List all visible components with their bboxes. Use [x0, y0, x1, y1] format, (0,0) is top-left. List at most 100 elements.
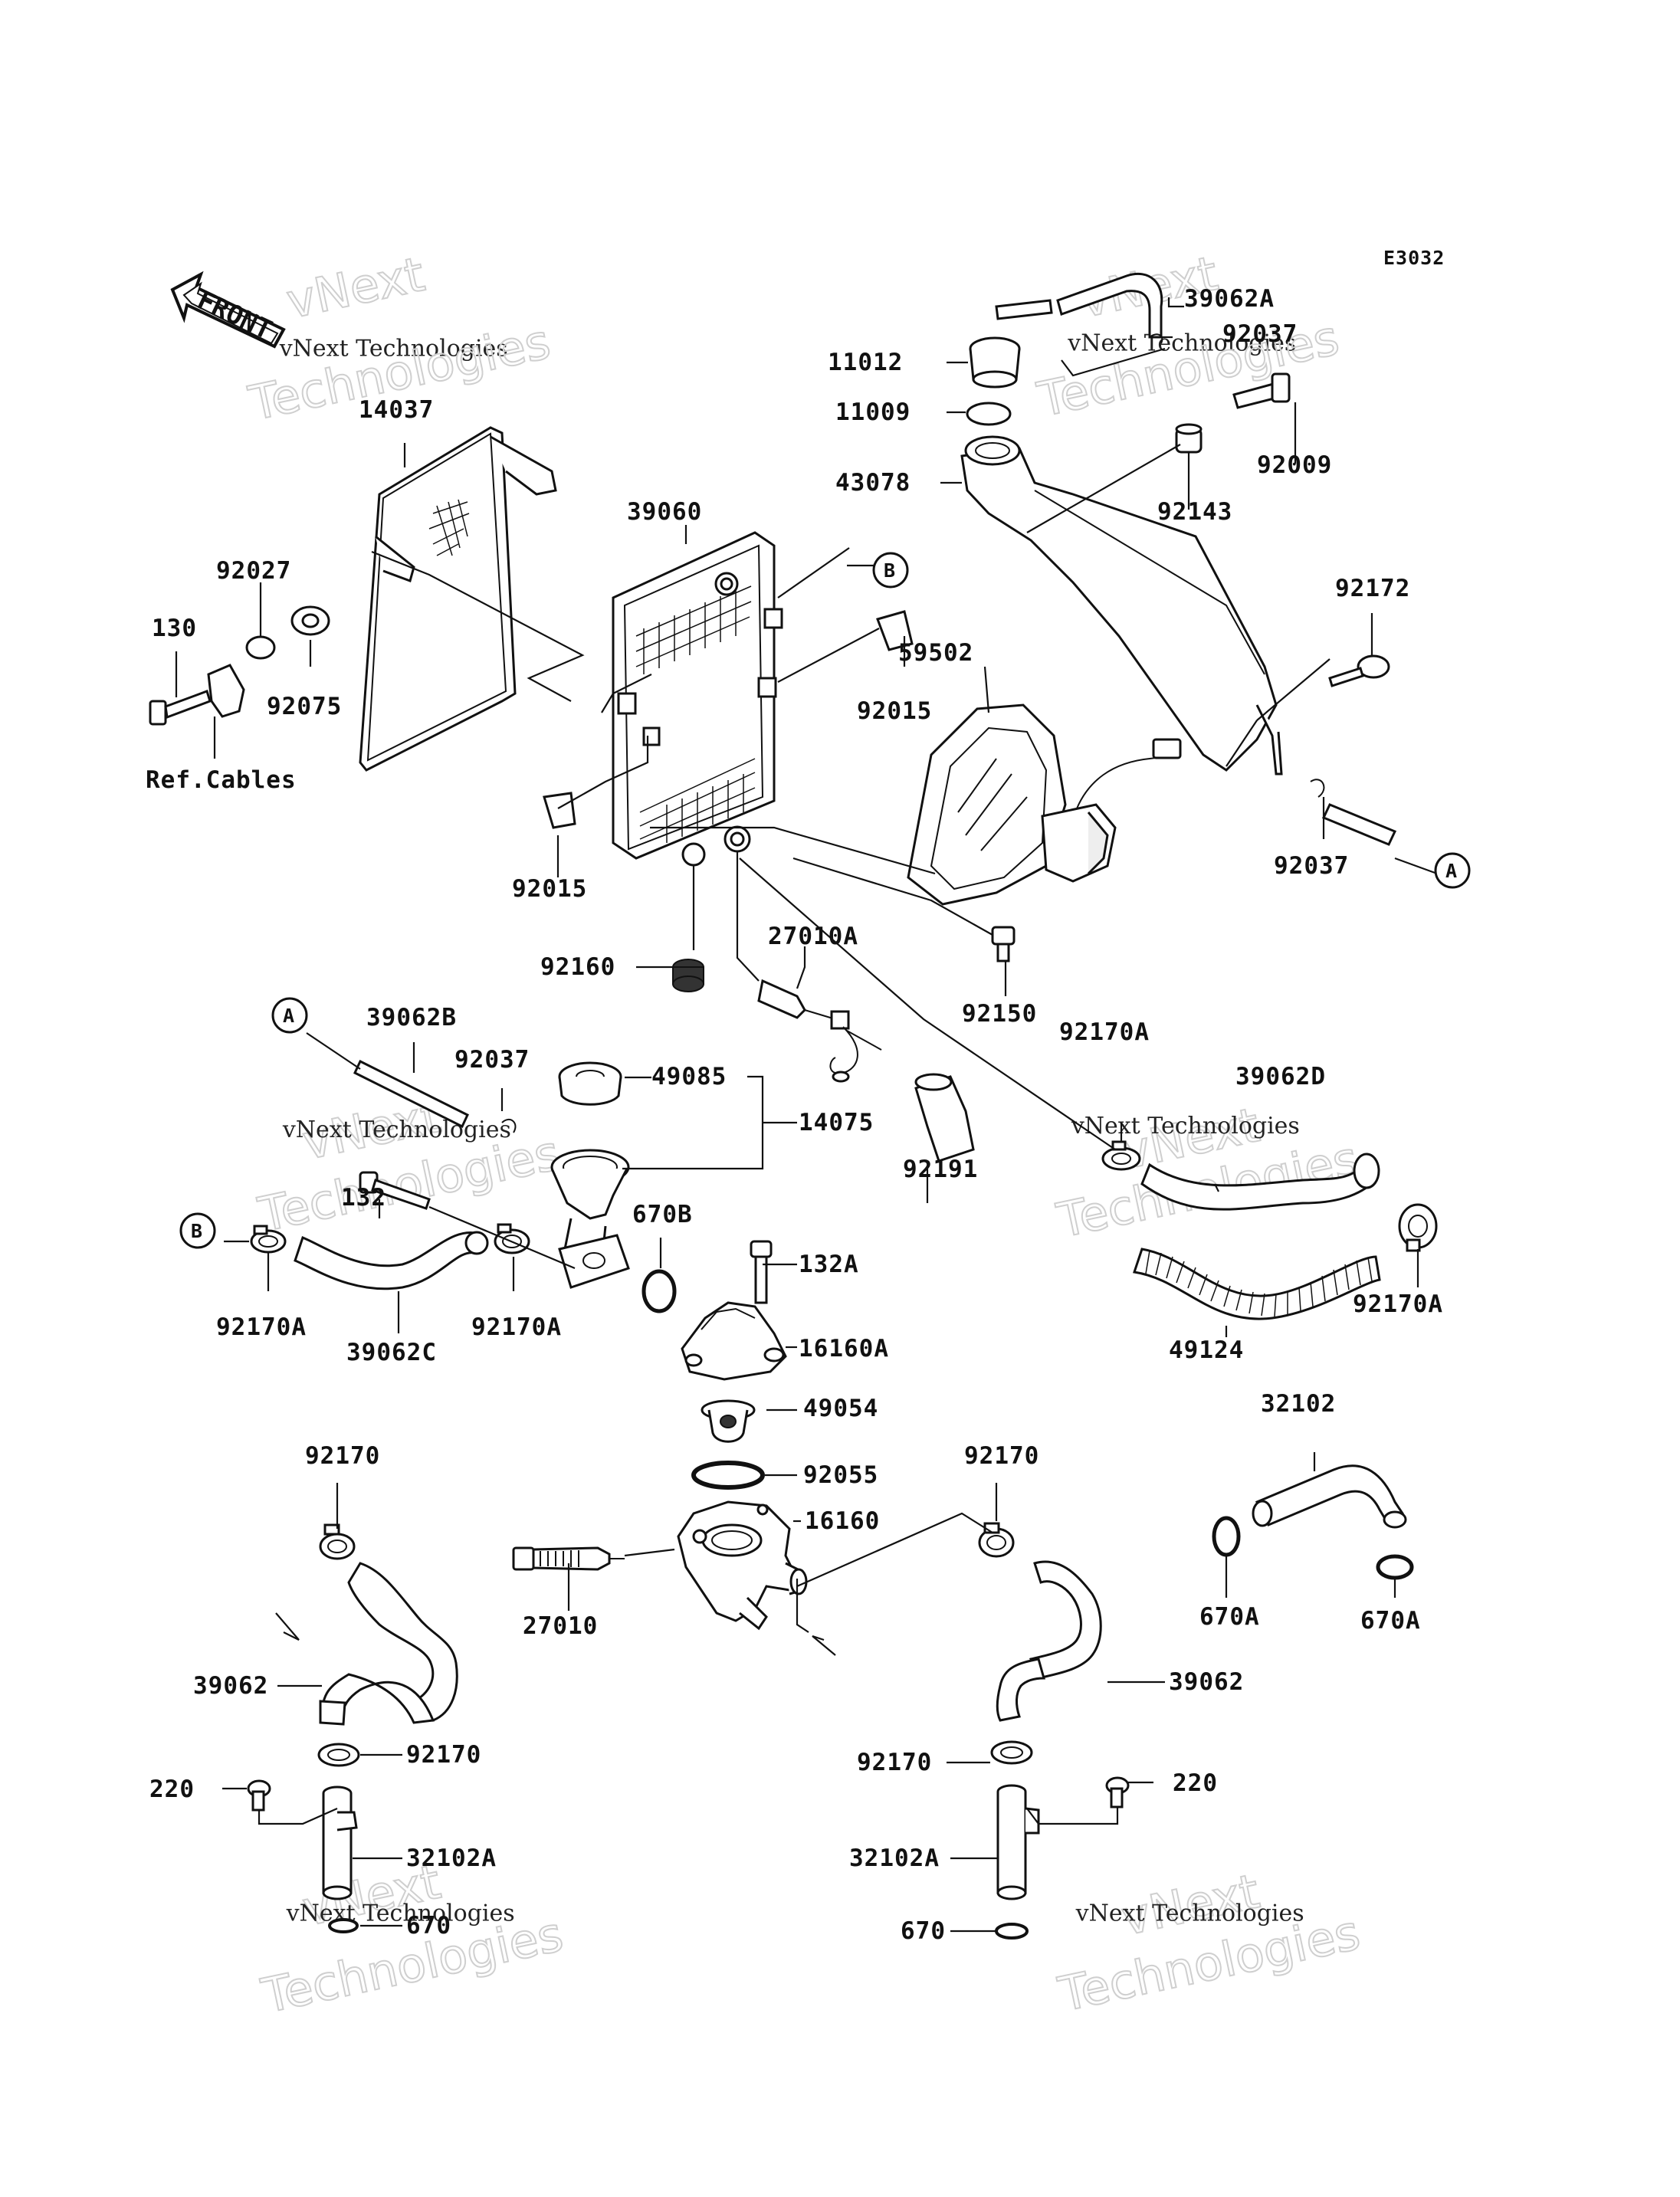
label-49054: 49054 — [803, 1395, 878, 1422]
label-39060: 39060 — [627, 498, 702, 526]
label-92170A-center: 92170A — [471, 1313, 562, 1341]
grommet-92075-drawing — [290, 605, 330, 636]
hose-49124-drawing — [1133, 1248, 1381, 1320]
o-ring-670A-right-drawing — [1376, 1554, 1414, 1580]
svg-text:B: B — [884, 559, 896, 582]
front-label: FRONT — [192, 285, 277, 346]
gasket-11009-drawing — [966, 402, 1012, 426]
bolt-132A-drawing — [750, 1240, 773, 1304]
watermark-bottom-right: vNext vNext Technologies Technologies — [1053, 1862, 1366, 2023]
clamp-92170A-mid-drawing — [1101, 1140, 1141, 1171]
label-132: 132 — [341, 1184, 386, 1212]
label-92170A-right: 92170A — [1353, 1290, 1443, 1318]
label-39062C: 39062C — [346, 1339, 437, 1366]
label-39062-left: 39062 — [193, 1672, 268, 1700]
label-92170-left: 92170 — [305, 1442, 380, 1470]
label-92015-right: 92015 — [857, 697, 932, 725]
cap-49085-drawing — [558, 1061, 622, 1106]
watermark-mid-left: vNext vNext Technologies Technologies — [253, 1087, 566, 1244]
label-670A-right: 670A — [1360, 1607, 1421, 1635]
callout-b-mid: B — [179, 1212, 216, 1249]
clamp-92037-top-drawing — [1149, 333, 1163, 344]
label-43078: 43078 — [835, 469, 911, 497]
label-130: 130 — [152, 615, 197, 642]
cap-11012-drawing — [969, 336, 1021, 389]
pipe-32102-drawing — [1252, 1464, 1407, 1529]
clamp-92037-mid-drawing — [501, 1118, 517, 1133]
label-92015-left: 92015 — [512, 875, 587, 903]
svg-text:vNext Technologies: vNext Technologies — [1075, 1900, 1304, 1927]
svg-text:vNext Technologies: vNext Technologies — [282, 1117, 511, 1143]
pipe-32102A-left-drawing — [322, 1785, 358, 1900]
label-92191: 92191 — [903, 1156, 978, 1183]
bracket-92015-left-drawing — [543, 792, 576, 829]
bolt-92150-drawing — [991, 926, 1016, 962]
fan-assembly-drawing — [907, 703, 1182, 906]
clamp-92170A-center-drawing — [494, 1223, 530, 1254]
bolt-132-drawing — [359, 1171, 431, 1210]
label-92172: 92172 — [1335, 575, 1410, 602]
svg-text:vNext Technologies: vNext Technologies — [279, 336, 508, 362]
label-14037: 14037 — [359, 396, 434, 424]
label-39062D: 39062D — [1235, 1063, 1326, 1090]
label-92037-top: 92037 — [1222, 320, 1298, 348]
label-16160: 16160 — [805, 1507, 880, 1535]
label-11012: 11012 — [828, 349, 903, 376]
hose-39062-left-drawing — [319, 1562, 458, 1726]
bolt-220-right-drawing — [1105, 1776, 1130, 1808]
fan-switch-27010A-drawing — [757, 979, 882, 1083]
part-labels: 39062A 92037 11012 11009 92009 43078 921… — [146, 285, 1443, 1945]
clamp-92170A-right-drawing — [1398, 1203, 1438, 1252]
label-27010A: 27010A — [768, 923, 858, 950]
label-92170-lower-left: 92170 — [406, 1741, 481, 1769]
front-arrow-icon: FRONT — [170, 271, 286, 349]
label-27010: 27010 — [523, 1612, 598, 1640]
o-ring-670B-drawing — [641, 1269, 677, 1313]
bolt-92172-drawing — [1328, 654, 1390, 687]
label-39062B: 39062B — [366, 1004, 457, 1031]
hose-39062D-drawing — [1140, 1153, 1380, 1211]
clamp-92170-lower-right-drawing — [990, 1740, 1033, 1765]
label-220-right: 220 — [1173, 1769, 1218, 1797]
label-220-left: 220 — [149, 1776, 195, 1803]
o-ring-92055-drawing — [691, 1461, 765, 1490]
pipe-32102A-right-drawing — [996, 1784, 1040, 1900]
label-92027: 92027 — [216, 557, 291, 585]
callout-a-mid: A — [271, 997, 308, 1034]
hose-39062-right-drawing — [996, 1560, 1102, 1722]
label-670-left: 670 — [406, 1912, 451, 1940]
label-92170A-mid: 92170A — [1059, 1018, 1150, 1046]
label-14075: 14075 — [799, 1109, 874, 1136]
bolt-130-drawing — [149, 690, 212, 726]
label-92150: 92150 — [962, 1000, 1037, 1028]
bolt-92009-drawing — [1232, 372, 1291, 409]
label-49124: 49124 — [1169, 1336, 1244, 1364]
filler-neck-14075-drawing — [550, 1149, 630, 1289]
clamp-92170-lower-left-drawing — [317, 1743, 360, 1767]
label-59502: 59502 — [898, 639, 973, 667]
label-39062-right: 39062 — [1169, 1668, 1244, 1696]
reservoir-tank-drawing — [960, 435, 1283, 776]
label-92009: 92009 — [1257, 451, 1332, 479]
label-92037-right: 92037 — [1274, 852, 1349, 880]
leader-lines — [175, 297, 1438, 1933]
label-92075: 92075 — [267, 693, 342, 720]
radiator-guard-drawing — [359, 426, 557, 772]
label-670A-left: 670A — [1199, 1603, 1260, 1631]
o-ring-670-right-drawing — [995, 1923, 1029, 1940]
thermostat-cover-16160A-drawing — [681, 1301, 787, 1381]
diagram-code: E3032 — [1383, 247, 1445, 269]
label-39062A: 39062A — [1184, 285, 1275, 313]
svg-text:B: B — [191, 1220, 203, 1242]
label-32102: 32102 — [1261, 1390, 1336, 1418]
thermostat-49054-drawing — [701, 1399, 756, 1443]
o-ring-670A-left-drawing — [1212, 1516, 1241, 1557]
label-32102A-left: 32102A — [406, 1844, 497, 1872]
collar-92143-drawing — [1175, 423, 1203, 454]
label-92170-lower-right: 92170 — [857, 1749, 932, 1776]
label-92170A-left: 92170A — [216, 1313, 307, 1341]
svg-text:vNext Technologies: vNext Technologies — [1071, 1113, 1300, 1139]
hose-39062C-drawing — [294, 1231, 489, 1290]
clip-ref-cables-drawing — [207, 664, 245, 718]
